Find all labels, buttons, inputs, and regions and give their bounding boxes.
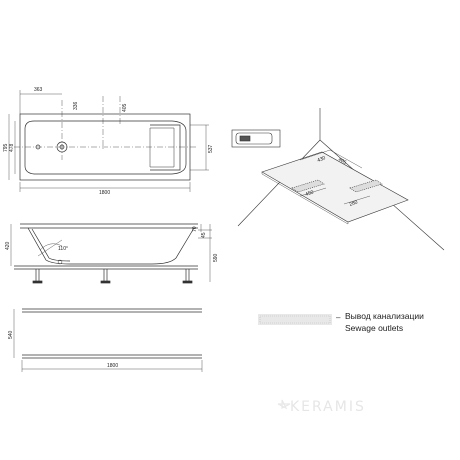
dim-side-angle: 110° xyxy=(58,246,68,252)
dim-install-a: 430 xyxy=(317,155,327,164)
dim-front-height: 540 xyxy=(8,330,14,339)
legend-label-ru: Вывод канализации xyxy=(345,311,424,321)
top-view xyxy=(8,90,209,192)
dim-top-drain: 336 xyxy=(73,101,79,110)
dim-install-b: 405 xyxy=(337,157,347,166)
dim-side-height: 420 xyxy=(5,241,11,250)
legend-dash: – xyxy=(336,313,341,322)
dim-top-right-inner: 537 xyxy=(208,144,214,153)
dim-top-height-outer: 795 xyxy=(3,143,9,152)
legend-label-en: Sewage outlets xyxy=(345,323,404,333)
side-view xyxy=(10,223,212,284)
sewage-outlet-swatch xyxy=(258,314,332,325)
dim-top-center: 405 xyxy=(122,103,128,112)
dim-side-legs: 590 xyxy=(213,253,219,262)
front-view xyxy=(13,308,203,372)
dim-top-width: 1800 xyxy=(99,190,110,196)
dim-top-height-inner: 478 xyxy=(9,143,15,152)
dim-front-length: 1800 xyxy=(107,363,118,369)
dim-side-rim: 70 xyxy=(192,226,198,232)
dim-side-rim-small: 45 xyxy=(201,232,207,238)
dim-install-c: 450 xyxy=(305,189,315,198)
dim-install-d: 280 xyxy=(349,199,359,208)
install-view xyxy=(231,108,445,251)
watermark-text: KERAMIS xyxy=(290,399,366,415)
watermark-star-icon xyxy=(277,399,291,410)
dim-top-left-offset: 363 xyxy=(34,87,43,93)
